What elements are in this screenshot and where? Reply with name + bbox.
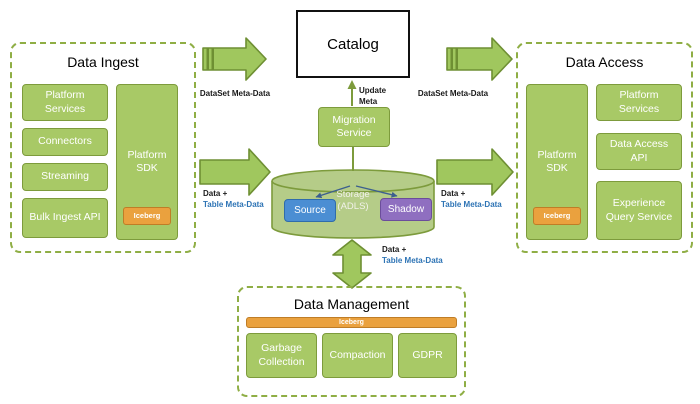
arrow-tail-stripe [455, 48, 458, 70]
catalog-box: Catalog [296, 10, 410, 78]
update-meta-label: Update Meta [359, 86, 386, 107]
data-ingest-title: Data Ingest [67, 54, 139, 70]
flow-label-data-plus: Data + [203, 189, 228, 198]
flow-label-table-meta: Table Meta-Data [203, 199, 264, 209]
flow-label-data-plus: Data + [441, 189, 466, 198]
arrow-tail-stripe [450, 48, 453, 70]
data-access-title: Data Access [565, 54, 644, 70]
data-management-panel: Data Management [237, 286, 466, 397]
dm-gdpr-box: GDPR [398, 333, 457, 378]
arrow-ingest-to-catalog [202, 37, 267, 81]
flow-label-storage-dm: Data + Table Meta-Data [382, 245, 443, 266]
flow-label-ingest-storage: Data + Table Meta-Data [203, 189, 264, 210]
storage-shadow-box: Shadow [380, 198, 432, 221]
access-experience-query-service-box: Experience Query Service [596, 181, 682, 240]
access-platform-services-box: Platform Services [596, 84, 682, 121]
data-access-panel: Data Access [516, 42, 693, 253]
migration-service-box: Migration Service [318, 107, 390, 147]
access-data-access-api-box: Data Access API [596, 133, 682, 170]
flow-label-storage-access: Data + Table Meta-Data [441, 189, 502, 210]
arrow-storage-to-data-management [332, 239, 372, 289]
dm-compaction-box: Compaction [322, 333, 393, 378]
flow-label-table-meta: Table Meta-Data [441, 199, 502, 209]
catalog-title: Catalog [327, 35, 379, 53]
dm-garbage-collection-box: Garbage Collection [246, 333, 317, 378]
ingest-iceberg-badge: Iceberg [123, 207, 171, 225]
flow-label-data-plus: Data + [382, 245, 407, 254]
ingest-platform-services-box: Platform Services [22, 84, 108, 121]
data-management-title: Data Management [293, 296, 410, 312]
update-meta-line2: Meta [359, 96, 378, 106]
arrow-tail-stripe [211, 48, 214, 70]
access-platform-sdk-label: Platform SDK [537, 148, 577, 174]
access-platform-sdk-box: Platform SDK Iceberg [526, 84, 588, 240]
storage-label-line1: Storage [336, 189, 370, 200]
storage-label-line2: (ADLS) [337, 201, 369, 212]
dataset-meta-label-left: DataSet Meta-Data [199, 89, 271, 98]
flow-label-table-meta: Table Meta-Data [382, 255, 443, 265]
data-ingest-panel: Data Ingest [10, 42, 196, 253]
dataset-meta-label-right: DataSet Meta-Data [417, 89, 489, 98]
data-management-iceberg-bar: Iceberg [246, 317, 457, 328]
storage-source-box: Source [284, 199, 336, 222]
access-iceberg-badge: Iceberg [533, 207, 581, 225]
ingest-streaming-box: Streaming [22, 163, 108, 191]
arrow-tail-stripe [206, 48, 209, 70]
ingest-platform-sdk-box: Platform SDK Iceberg [116, 84, 178, 240]
storage-label: Storage (ADLS) [321, 189, 385, 213]
ingest-connectors-box: Connectors [22, 128, 108, 156]
ingest-platform-sdk-label: Platform SDK [127, 148, 167, 174]
update-meta-line1: Update [359, 86, 387, 95]
arrow-catalog-to-access [446, 37, 513, 81]
ingest-bulk-ingest-api-box: Bulk Ingest API [22, 198, 108, 238]
update-meta-arrow-head [347, 80, 357, 89]
